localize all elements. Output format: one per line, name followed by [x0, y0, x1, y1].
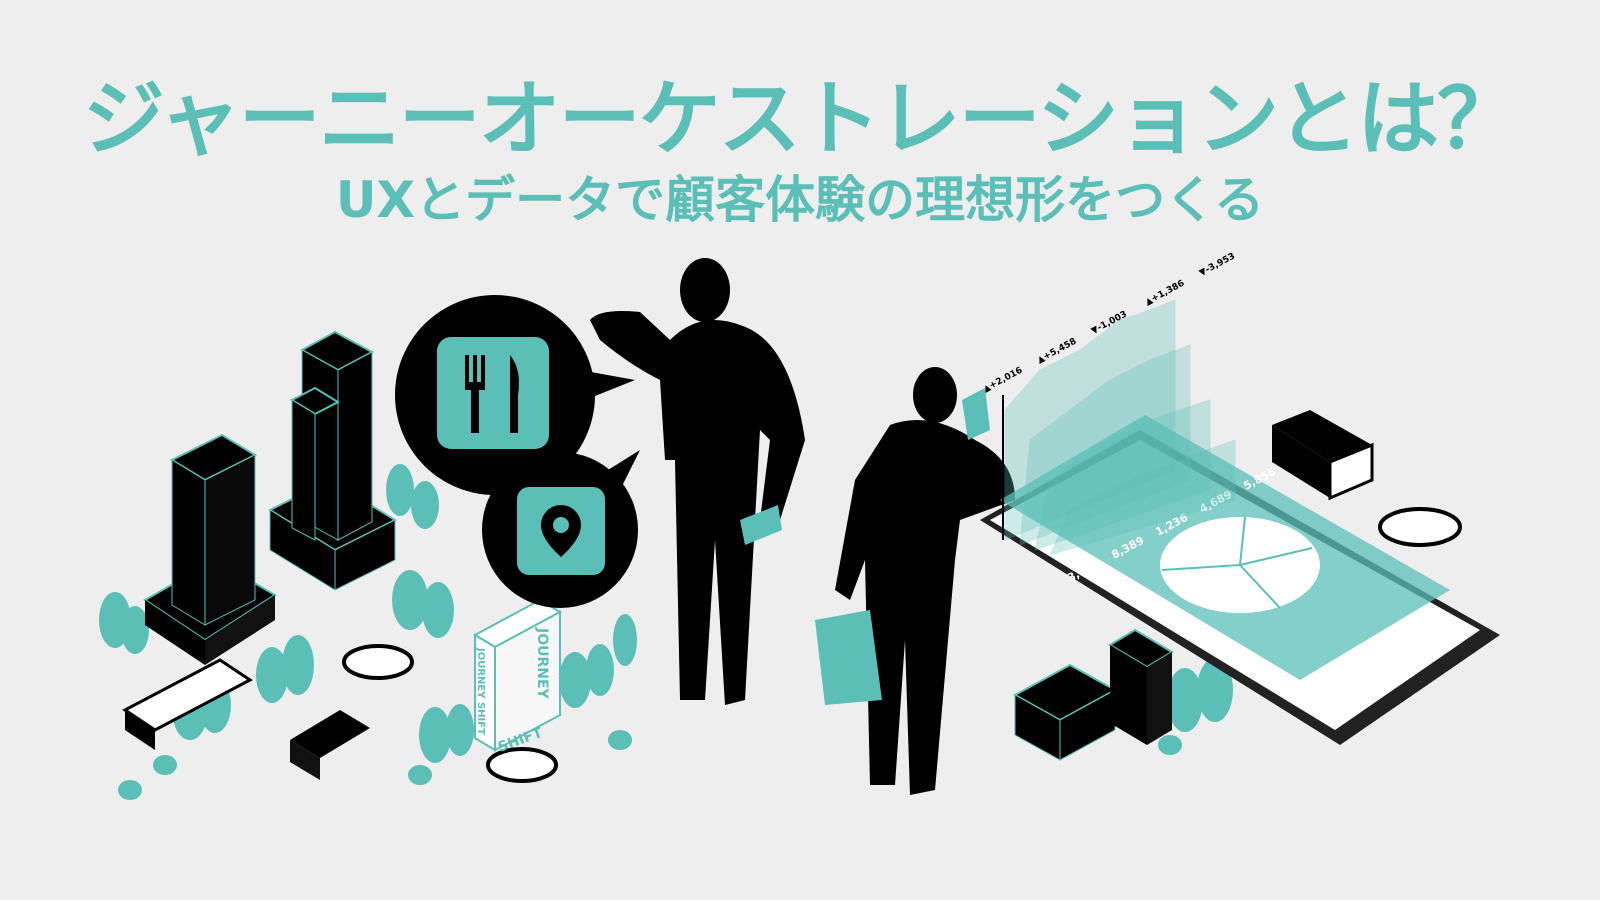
map-pin-icon — [541, 505, 581, 557]
man-silhouette-watch — [590, 258, 805, 705]
speech-bubble-restaurant — [395, 295, 635, 495]
man-silhouette-phone — [815, 367, 1015, 795]
trees — [99, 464, 1233, 800]
book-title: JOURNEY — [534, 627, 550, 700]
chart-delta-label: ▲+1,386 — [1144, 279, 1187, 308]
headline-title: ジャーニーオーケストレーションとは？ — [82, 72, 1519, 167]
chart-delta-label: ▼-3,953 — [1198, 251, 1237, 278]
speech-bubble-location — [482, 450, 640, 608]
fork-knife-icon — [465, 355, 519, 433]
journey-shift-book: JOURNEY JOURNEY SHIFT SHIFT — [472, 598, 563, 756]
book-spine: JOURNEY SHIFT — [475, 647, 486, 735]
smartphone: 3,597 8,389 1,236 4,689 5,856 — [980, 415, 1500, 745]
vehicles — [122, 410, 1462, 783]
office-buildings — [143, 330, 1174, 761]
chart-delta-label: ▲+2,016 — [982, 366, 1025, 395]
headline-subtitle: UXとデータで顧客体験の理想形をつくる — [335, 171, 1265, 229]
holographic-area-chart: ▲+2,016 ▲+5,458 ▼-1,003 ▲+1,386 ▼-3,953 — [982, 251, 1237, 556]
